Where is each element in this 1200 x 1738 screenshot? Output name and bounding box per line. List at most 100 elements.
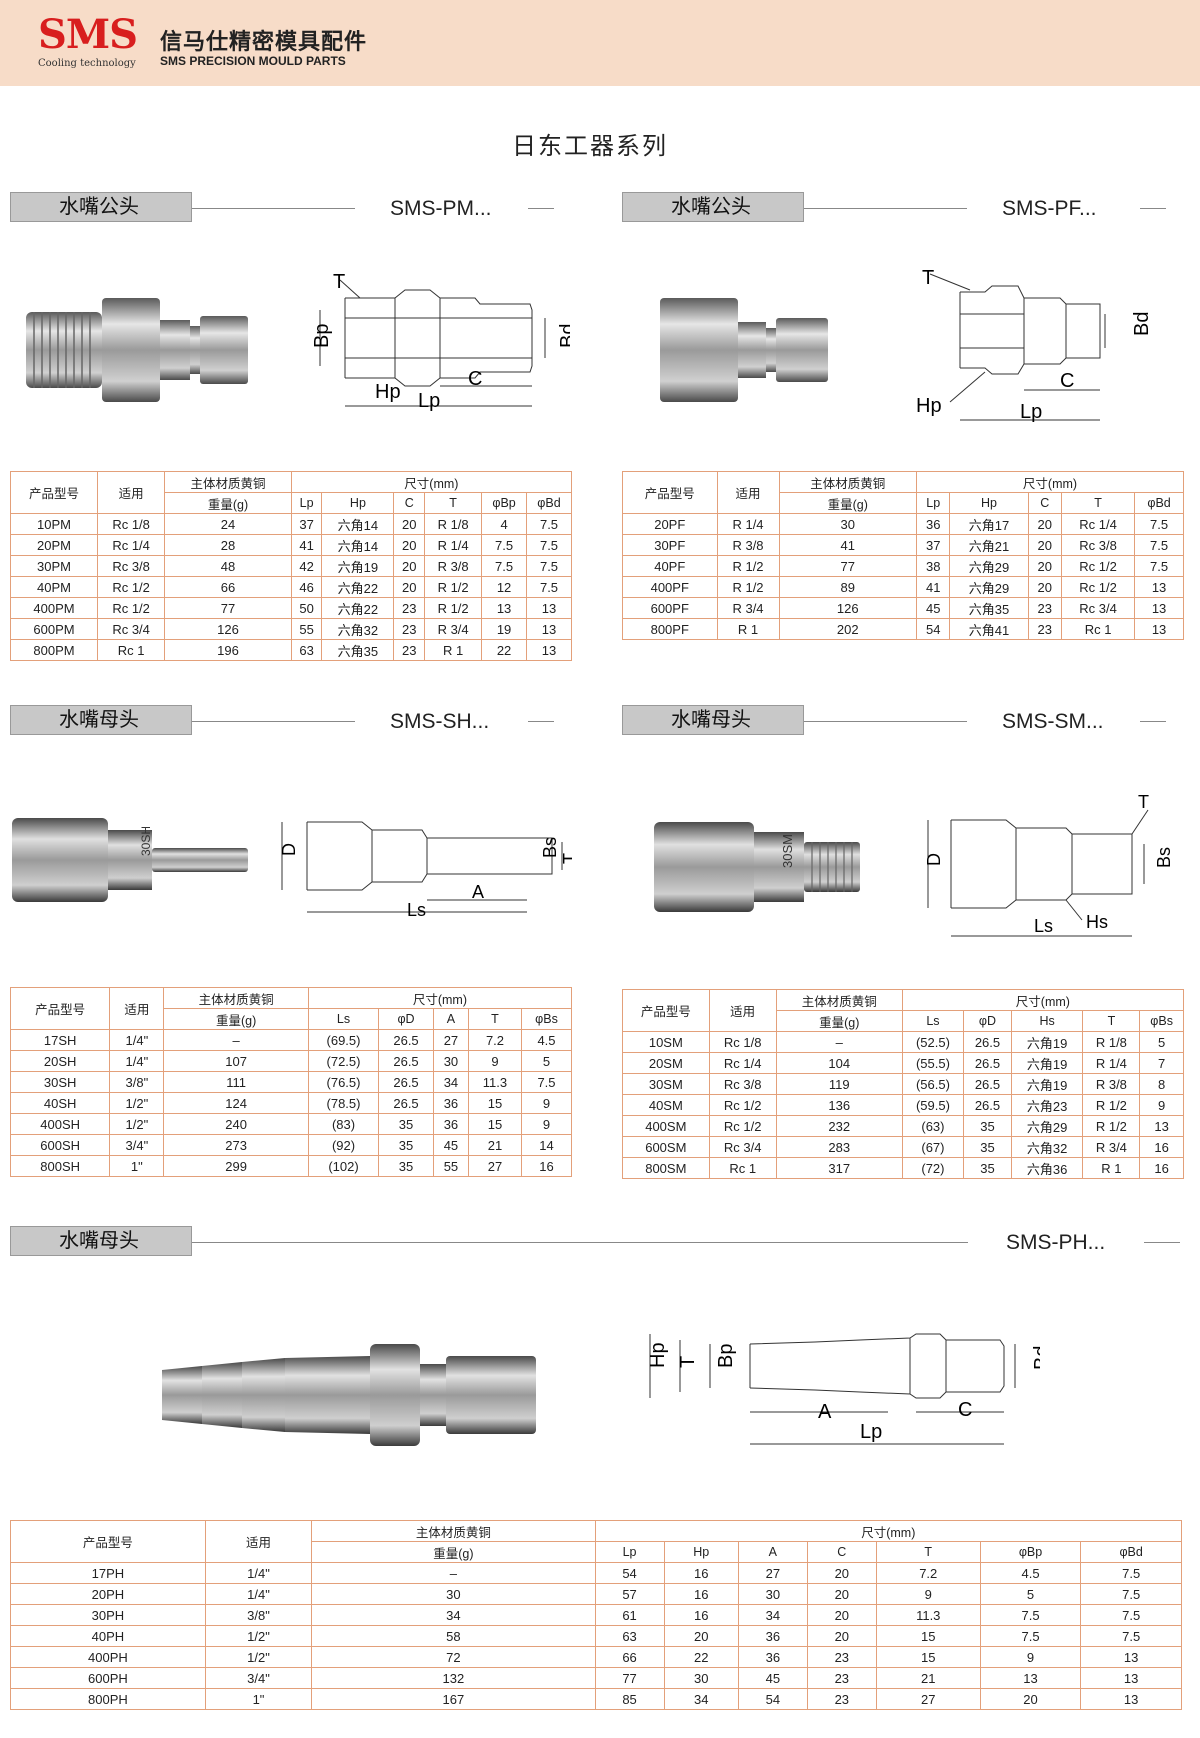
section-line	[1144, 1242, 1180, 1243]
table-cell: 13	[1134, 597, 1184, 619]
dim-label-hp: Hp	[916, 395, 942, 417]
dim-label-hp: Hp	[375, 381, 401, 403]
table-cell: (59.5)	[901, 1094, 965, 1116]
table-cell: 7.5	[1080, 1604, 1182, 1626]
table-cell: 1/4"	[109, 1050, 165, 1072]
table-cell: 30	[663, 1667, 739, 1689]
table-cell: 30PM	[10, 555, 98, 577]
page-title: 日东工器系列	[512, 133, 668, 160]
table-cell: 196	[164, 639, 292, 661]
section-line	[804, 721, 967, 722]
table-cell: 36	[915, 513, 951, 535]
table-cell: R 1/2	[424, 576, 483, 598]
socket-sh-photo: 30SH	[12, 818, 248, 902]
table-cell: 20	[979, 1688, 1082, 1710]
dimension-diagram-pf: T Bd Hp Lp C	[916, 267, 1153, 423]
table-cell: 六角17	[949, 513, 1029, 535]
table-cell: 16	[520, 1155, 573, 1177]
section-label-pm: 水嘴公头	[10, 192, 192, 222]
table-cell: 12	[481, 576, 528, 598]
col-dims: 尺寸(mm)	[594, 1520, 1183, 1542]
table-cell: 400SM	[622, 1115, 710, 1137]
table-cell: (56.5)	[901, 1073, 965, 1095]
table-cell: 66	[594, 1646, 665, 1668]
table-cell: 13	[1080, 1667, 1182, 1689]
col-header: Hp	[321, 492, 395, 514]
table-cell: 30PF	[622, 534, 718, 556]
table-cell: 15	[875, 1625, 981, 1647]
table-cell: 20	[1027, 534, 1062, 556]
table-cell: 20	[1027, 555, 1062, 577]
logo-subtitle: Cooling technology	[38, 58, 136, 69]
table-cell: 36	[432, 1113, 470, 1135]
table-cell: 7.5	[979, 1604, 1082, 1626]
table-cell: 7.5	[1134, 513, 1184, 535]
table-cell: 7.2	[875, 1562, 981, 1584]
brand-name-en: SMS PRECISION MOULD PARTS	[160, 54, 346, 68]
col-header: Lp	[915, 492, 951, 514]
col-applicable: 适用	[96, 471, 166, 514]
table-cell: 41	[778, 534, 917, 556]
table-cell: (72)	[901, 1157, 965, 1179]
table-cell: 8	[1139, 1073, 1184, 1095]
dim-label-bd: Bd	[557, 324, 570, 348]
section-line	[192, 721, 355, 722]
table-cell: 9	[468, 1050, 522, 1072]
table-cell: 7.5	[1134, 555, 1184, 577]
table-cell: 45	[432, 1134, 470, 1156]
table-cell: 23	[806, 1646, 877, 1668]
section-code-pf: SMS-PF...	[1002, 197, 1097, 220]
table-cell: 7	[1139, 1052, 1184, 1074]
table-cell: 77	[778, 555, 917, 577]
col-applicable: 适用	[109, 987, 165, 1030]
col-dims: 尺寸(mm)	[915, 471, 1185, 493]
col-header: A	[432, 1008, 470, 1030]
col-header: φBd	[526, 492, 572, 514]
table-cell: 9	[520, 1092, 573, 1114]
table-cell: 34	[663, 1688, 739, 1710]
table-cell: Rc 3/4	[1060, 597, 1136, 619]
table-cell: 30SM	[622, 1073, 710, 1095]
table-cell: 400PH	[10, 1646, 206, 1668]
table-cell: R 1	[716, 618, 780, 640]
table-cell: 20	[806, 1604, 877, 1626]
table-cell: 35	[963, 1115, 1012, 1137]
table-cell: 26.5	[963, 1073, 1012, 1095]
col-weight: 重量(g)	[163, 1008, 309, 1030]
table-cell: 1/2"	[204, 1625, 313, 1647]
spec-table-pm: 产品型号 适用 主体材质黄铜 尺寸(mm) 重量(g) Lp Hp C T φB…	[10, 471, 573, 661]
section-line	[1140, 208, 1166, 209]
table-cell: 400PF	[622, 576, 718, 598]
spec-table-pf: 产品型号 适用 主体材质黄铜 尺寸(mm) 重量(g) Lp Hp C T φB…	[622, 471, 1185, 640]
table-cell: 107	[163, 1050, 309, 1072]
table-cell: 六角19	[321, 555, 395, 577]
table-cell: 16	[1139, 1136, 1184, 1158]
table-cell: 26.5	[963, 1094, 1012, 1116]
table-cell: 58	[311, 1625, 596, 1647]
section-label-ph: 水嘴母头	[10, 1226, 192, 1256]
engraving-text: 30SH	[139, 826, 153, 856]
col-header: T	[1082, 1010, 1141, 1032]
col-header: C	[806, 1541, 877, 1563]
section-label-sh: 水嘴母头	[10, 705, 192, 735]
table-cell: 89	[778, 576, 917, 598]
table-cell: 20	[806, 1583, 877, 1605]
table-cell: –	[311, 1562, 596, 1584]
col-header: Ls	[901, 1010, 965, 1032]
dim-label-bd: Bd	[1031, 1346, 1040, 1370]
table-cell: 7.2	[468, 1029, 522, 1051]
table-cell: 20	[663, 1625, 739, 1647]
table-cell: 35	[963, 1136, 1012, 1158]
table-cell: 26.5	[378, 1029, 434, 1051]
col-dims: 尺寸(mm)	[290, 471, 573, 493]
male-plug-pf-photo	[660, 298, 828, 402]
table-cell: 35	[963, 1157, 1012, 1179]
table-cell: 800SM	[622, 1157, 710, 1179]
table-cell: R 1/4	[716, 513, 780, 535]
col-weight: 重量(g)	[311, 1541, 596, 1563]
